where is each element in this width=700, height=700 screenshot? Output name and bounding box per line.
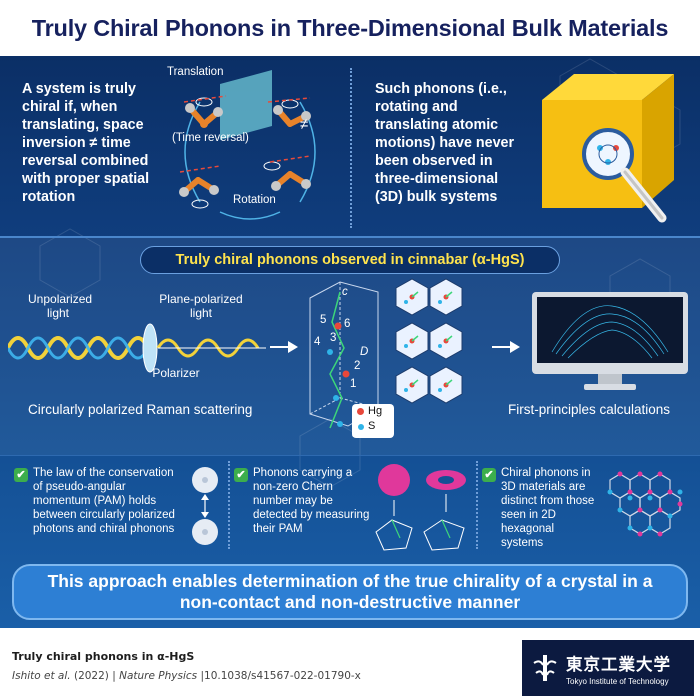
- molecule-top-left: [183, 95, 227, 128]
- citation-year: (2022): [73, 670, 109, 682]
- citation-line: Ishito et al. (2022) | Nature Physics |1…: [12, 670, 361, 682]
- first-principles-caption: First-principles calculations: [508, 402, 671, 417]
- legend-hg-label: Hg: [368, 405, 383, 417]
- raman-scattering-caption: Circularly polarized Raman scattering: [28, 402, 253, 417]
- page-title: Truly Chiral Phonons in Three-Dimensiona…: [31, 14, 669, 41]
- check-icon: ✔: [482, 468, 496, 482]
- hexagonal-lattice-icon: [607, 471, 683, 537]
- title-bar: Truly Chiral Phonons in Three-Dimensiona…: [0, 0, 700, 56]
- atom-legend: Hg S: [352, 404, 394, 438]
- site-label-6: 6: [344, 318, 351, 330]
- logo-english-name: Tokyo Institute of Technology: [566, 676, 669, 686]
- check-icon: ✔: [234, 468, 248, 482]
- site-label-3: 3: [330, 332, 337, 344]
- site-label-4: 4: [314, 336, 321, 348]
- citation-title: Truly chiral phonons in α-HgS: [12, 650, 195, 663]
- site-label-1: 1: [350, 378, 357, 390]
- molecule-bottom-right: [263, 155, 311, 191]
- sphere-torus-topology-icon: [375, 464, 466, 551]
- crystal-label-d: D: [360, 346, 369, 358]
- arrow-right-icon: [270, 341, 298, 353]
- legend-s-label: S: [368, 420, 376, 432]
- footer: Truly chiral phonons in α-HgS Ishito et …: [0, 628, 700, 700]
- experiment-heading: Truly chiral phonons observed in cinnaba…: [140, 246, 560, 274]
- circular-polarization-icon: [192, 467, 218, 545]
- polarizer-icon: [142, 323, 158, 373]
- not-equal-symbol: ≠: [300, 116, 309, 133]
- facts-divider-1: [228, 461, 230, 549]
- citation-journal: Nature Physics: [119, 670, 198, 682]
- chirality-symmetry-diagram: [179, 70, 316, 220]
- cinnabar-crystal-cell: [309, 281, 379, 429]
- fact-3d-vs-2d: Chiral phonons in 3D materials are disti…: [501, 467, 595, 549]
- crystal-axis-c: c: [342, 286, 348, 298]
- facts-divider-2: [476, 461, 478, 549]
- site-label-2: 2: [354, 360, 361, 372]
- unpolarized-light-label: Unpolarized light: [28, 292, 93, 320]
- top-divider: [350, 68, 352, 228]
- tokyo-tech-emblem-icon: [533, 655, 557, 681]
- logo-japanese-name: 東京工業大学: [566, 654, 671, 674]
- bulk-cube-magnifier-icon: [542, 74, 674, 223]
- conclusion-text: This approach enables determination of t…: [47, 571, 653, 612]
- fact-pam-conservation: The law of the conservation of pseudo-an…: [33, 467, 175, 535]
- plane-polarized-light-label: Plane-polarized light: [159, 292, 243, 320]
- check-icon: ✔: [14, 468, 28, 482]
- citation-authors: Ishito et al.: [12, 670, 71, 682]
- chirality-definition-text: A system is truly chiral if, when transl…: [22, 81, 150, 205]
- arrow-right-icon: [492, 341, 520, 353]
- light-waves-polarizer-diagram: [8, 323, 266, 373]
- mirror-plane: [220, 70, 272, 140]
- site-label-5: 5: [320, 314, 327, 326]
- citation-doi: |10.1038/s41567-022-01790-x: [200, 670, 361, 682]
- never-observed-text: Such phonons (i.e., rotating and transla…: [375, 81, 515, 205]
- tokyo-tech-logo: 東京工業大学 Tokyo Institute of Technology: [522, 640, 694, 696]
- fact-chern-number: Phonons carrying a non-zero Chern number…: [253, 467, 370, 535]
- poster: A system is truly chiral if, when transl…: [0, 56, 700, 628]
- rotation-label: Rotation: [233, 194, 276, 206]
- translation-label: Translation: [167, 66, 224, 78]
- time-reversal-label: (Time reversal): [172, 132, 249, 144]
- molecule-bottom-left: [179, 165, 221, 209]
- molecule-top-right: [267, 97, 311, 127]
- computer-monitor-icon: [532, 292, 688, 390]
- phonon-mode-hexagons: [395, 278, 463, 404]
- polarizer-label: Polarizer: [152, 366, 200, 380]
- conclusion-banner: This approach enables determination of t…: [12, 564, 688, 620]
